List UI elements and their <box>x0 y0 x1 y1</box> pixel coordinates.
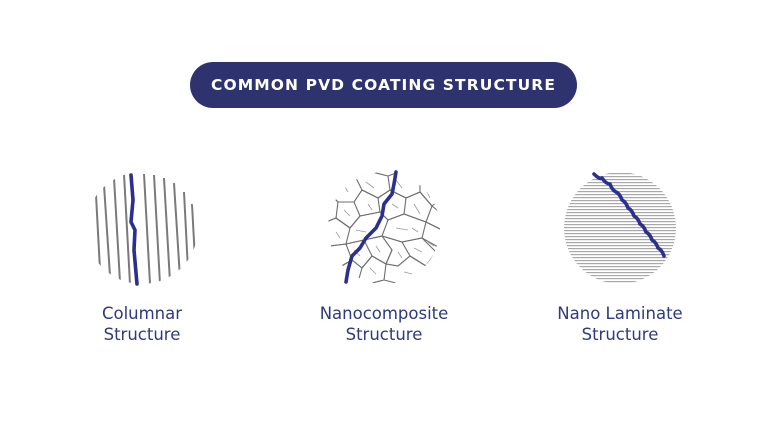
nanocomposite-structure-icon <box>328 170 440 284</box>
nano-laminate-structure-label: Nano Laminate Structure <box>557 303 682 345</box>
caption-line-1: Nano Laminate <box>557 304 683 323</box>
nano-laminate-structure-card: Nano Laminate Structure <box>530 170 710 345</box>
caption-line-2: Structure <box>581 325 659 344</box>
caption-line-2: Structure <box>103 325 181 344</box>
nanocomposite-structure-card: Nanocomposite Structure <box>294 170 474 345</box>
columnar-structure-icon <box>95 173 196 286</box>
columnar-structure-label: Columnar Structure <box>102 303 182 345</box>
columnar-structure-card: Columnar Structure <box>52 170 232 345</box>
nano-laminate-structure-icon <box>564 172 676 284</box>
page-title: COMMON PVD COATING STRUCTURE <box>190 62 577 108</box>
nanocomposite-structure-label: Nanocomposite Structure <box>320 303 449 345</box>
caption-line-1: Columnar <box>101 304 183 323</box>
caption-line-1: Nanocomposite <box>319 304 449 323</box>
caption-line-2: Structure <box>345 325 423 344</box>
